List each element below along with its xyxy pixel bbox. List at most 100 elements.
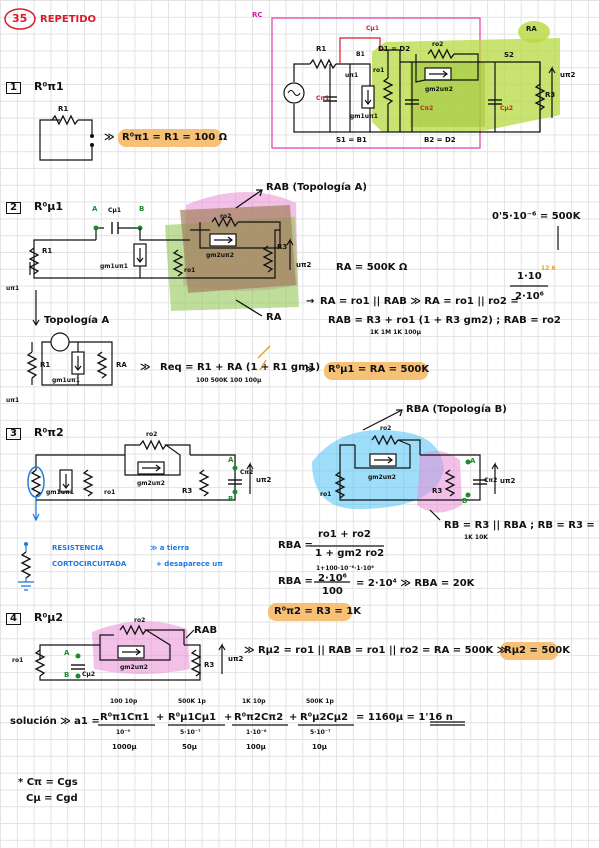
section2-number: 2 xyxy=(6,202,21,214)
s2-upi1: uπ1 xyxy=(6,285,20,292)
solution-label: solución ≫ a1 = xyxy=(10,716,100,727)
s3-b: B xyxy=(228,495,234,503)
s3-rba-label: RBA (Topología B) xyxy=(406,404,507,415)
s2-req: Req = R1 + RA (1 + R1 gm1) xyxy=(160,362,321,373)
s4-ro2: ro2 xyxy=(134,617,146,624)
s2-r1: R1 xyxy=(42,247,53,255)
s2-rab: RA xyxy=(116,361,127,369)
s2-r3: R3 xyxy=(277,243,288,251)
s2-b: B xyxy=(139,205,145,213)
s3-result: R⁰π2 = R3 = 1K xyxy=(274,606,361,617)
s2-r1b: R1 xyxy=(40,361,51,369)
s3-ab: A xyxy=(470,457,476,465)
s3-rba2-res: = 2·10⁴ ≫ RBA = 20K xyxy=(356,578,475,589)
s2-f2exp: 12 6 xyxy=(541,265,556,272)
sol-u1: 10⁻⁹ xyxy=(116,729,131,736)
s3-ro2: ro2 xyxy=(146,431,158,438)
s4-ro1: ro1 xyxy=(12,657,24,664)
s2-gm1b: gm1uπ1 xyxy=(52,377,80,384)
s2-cmu1: Cμ1 xyxy=(108,207,121,214)
s2-a: A xyxy=(92,205,98,213)
s2-rab-label: RAB (Topología A) xyxy=(266,182,367,193)
header-number: 35 xyxy=(12,12,28,25)
rc-label: RC xyxy=(252,11,263,19)
s2-ra-label: RA xyxy=(266,312,282,323)
cpi1-label: Cπ1 xyxy=(316,95,330,102)
s2-req-sub: 100 500K 100 100μ xyxy=(196,377,262,384)
s3-ro1: ro1 xyxy=(104,489,116,496)
s3-res-short: RESISTENCIA xyxy=(52,544,104,552)
r3-label: R3 xyxy=(545,91,556,99)
s3-rba2-d: 100 xyxy=(322,586,343,597)
s3-ro2b: ro2 xyxy=(380,425,392,432)
s2-ro1: ro1 xyxy=(184,267,196,274)
sol-o4: 500K 1p xyxy=(306,698,334,705)
s1-result: R⁰π1 = R1 = 100 Ω xyxy=(122,132,228,143)
s2-upi1b: uπ1 xyxy=(6,397,20,404)
s3-cpi2: Cπ2 xyxy=(240,469,254,476)
s3-a: A xyxy=(228,456,234,464)
note-2: Cμ = Cgd xyxy=(26,793,78,804)
sol-t3: R⁰π2Cπ2 xyxy=(234,712,284,723)
s3-gm1: gm1uπ1 xyxy=(46,489,74,496)
header-circle xyxy=(4,8,36,30)
section4-number: 4 xyxy=(6,613,21,625)
s3-gm2b: gm2uπ2 xyxy=(368,474,396,481)
s1b1-label: S1 = B1 xyxy=(336,136,367,144)
s2-gm2: gm2uπ2 xyxy=(206,252,234,259)
sol-o2: 500K 1p xyxy=(178,698,206,705)
s2-ra-val: RA = 500K Ω xyxy=(336,262,408,273)
section3-number: 3 xyxy=(6,428,21,440)
s4-r3: R3 xyxy=(204,661,215,669)
s4-eq: ≫ Rμ2 = ro1 || RAB = ro1 || ro2 = RA = 5… xyxy=(244,645,508,656)
section2-circuit xyxy=(27,189,559,386)
s4-result: Rμ2 = 500K xyxy=(504,645,570,656)
s2-topo: Topología A xyxy=(44,315,110,326)
sol-result: = 1160μ = 1'16 n xyxy=(356,712,453,723)
s4-a: A xyxy=(64,649,70,657)
sol-t1: R⁰π1Cπ1 xyxy=(100,712,150,723)
s3-bb: B xyxy=(462,497,468,505)
note-1: * Cπ = Cgs xyxy=(18,777,78,788)
section1-circuit xyxy=(39,115,222,161)
s3-cpi2b: Cπ2 xyxy=(484,477,498,484)
s3-r3: R3 xyxy=(182,487,193,495)
sol-u3: 1·10⁻⁸ xyxy=(246,729,267,736)
s3-rba2-n: 2·10⁶ xyxy=(318,573,348,584)
s3-ro1b: ro1 xyxy=(320,491,332,498)
sol-v4: 10μ xyxy=(312,743,327,751)
section4-circuit xyxy=(35,621,558,681)
s2-upi2: uπ2 xyxy=(296,261,312,269)
s1-r1-label: R1 xyxy=(58,105,69,113)
s3-rba: RBA = xyxy=(278,540,313,551)
ra-label: RA xyxy=(526,25,537,33)
s2-f1: 0'5·10⁻⁶ = 500K xyxy=(492,211,581,222)
sol-u4: 5·10⁻⁷ xyxy=(310,729,331,736)
s2-f2d: 2·10⁶ xyxy=(515,291,545,302)
s3-res-short2: CORTOCIRCUITADA xyxy=(52,560,127,568)
s2-label: S2 xyxy=(504,51,514,59)
cpi2-label: Cπ2 xyxy=(420,105,434,112)
s4-upi2: uπ2 xyxy=(228,655,244,663)
r1-label: R1 xyxy=(316,45,327,53)
s4-rab: RAB xyxy=(194,625,218,636)
upi2-label: uπ2 xyxy=(560,71,576,79)
sol-t4: R⁰μ2Cμ2 xyxy=(300,712,349,723)
section3-title: R⁰π2 xyxy=(34,426,64,439)
section2-title: R⁰μ1 xyxy=(34,200,64,213)
sol-o1: 100 10p xyxy=(110,698,138,705)
sol-o3: 1K 10p xyxy=(242,698,266,705)
s2-f2n: 1·10 xyxy=(517,271,542,282)
b2d2-label: B2 = D2 xyxy=(424,136,456,144)
sol-v2: 50μ xyxy=(182,743,197,751)
d1d2-label: D1 = D2 xyxy=(378,45,411,53)
cmu2-label: Cμ2 xyxy=(500,105,513,112)
s3-disappears: + desaparece uπ xyxy=(156,560,223,568)
ro2-label: ro2 xyxy=(432,41,444,48)
gm2-label: gm2uπ2 xyxy=(425,86,453,93)
ro1-label: ro1 xyxy=(373,67,385,74)
s2-gm1: gm1uπ1 xyxy=(100,263,128,270)
s3-upi2: uπ2 xyxy=(256,476,272,484)
